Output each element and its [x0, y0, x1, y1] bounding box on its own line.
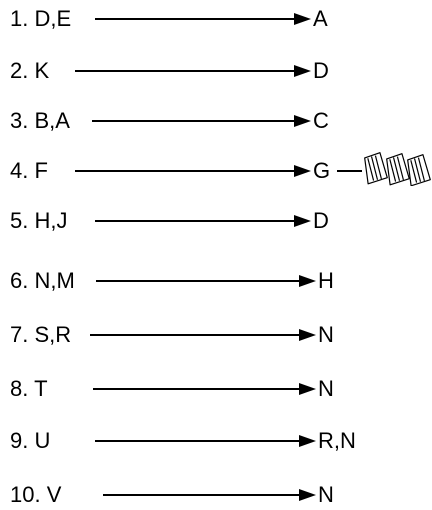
arrow-line [96, 280, 300, 282]
arrow-head [299, 435, 316, 447]
arrow-head [299, 489, 316, 501]
source-label: 7. S,R [10, 322, 72, 347]
arrow-head [294, 215, 311, 227]
target-label: R,N [318, 428, 356, 453]
target-label: H [318, 268, 334, 293]
wire-connector-icon [364, 152, 431, 186]
source-label: 1. D,E [10, 6, 72, 31]
arrow-head [299, 383, 316, 395]
source-label: 9. U [10, 428, 51, 453]
connector-lead-line [337, 170, 362, 172]
target-label: G [313, 158, 331, 183]
target-label: N [318, 482, 334, 507]
mapping-row-1: 1. D,E A [0, 4, 432, 34]
source-label: 8. T [10, 376, 48, 401]
mapping-row-7: 7. S,R N [0, 320, 432, 350]
arrow-line [93, 388, 300, 390]
arrow-line [95, 440, 300, 442]
arrow-line [75, 170, 295, 172]
arrow-head [299, 329, 316, 341]
mapping-row-2: 2. K D [0, 56, 432, 86]
arrow-head [294, 65, 311, 77]
target-label: D [313, 208, 329, 233]
target-label: N [318, 376, 334, 401]
source-label: 3. B,A [10, 108, 70, 133]
mapping-row-6: 6. N,M H [0, 266, 432, 296]
arrow-head [299, 275, 316, 287]
mapping-row-9: 9. U R,N [0, 426, 432, 456]
source-label: 5. H,J [10, 208, 68, 233]
source-label: 10. V [10, 482, 62, 507]
arrow-line [92, 120, 295, 122]
source-label: 6. N,M [10, 268, 75, 293]
arrow-line [75, 70, 295, 72]
arrow-head [294, 115, 311, 127]
target-label: N [318, 322, 334, 347]
arrow-line [103, 494, 300, 496]
mapping-row-10: 10. V N [0, 480, 432, 510]
source-label: 4. F [10, 158, 48, 183]
arrow-line [95, 18, 295, 20]
arrow-line [95, 220, 295, 222]
source-label: 2. K [10, 58, 50, 83]
mapping-row-8: 8. T N [0, 374, 432, 404]
arrow-head [294, 165, 311, 177]
mapping-row-3: 3. B,A C [0, 106, 432, 136]
mapping-row-4: 4. F G [0, 152, 432, 186]
mapping-row-5: 5. H,J D [0, 206, 432, 236]
target-label: D [313, 58, 329, 83]
arrow-head [294, 13, 311, 25]
target-label: A [313, 6, 328, 31]
target-label: C [313, 108, 329, 133]
arrow-line [90, 334, 300, 336]
